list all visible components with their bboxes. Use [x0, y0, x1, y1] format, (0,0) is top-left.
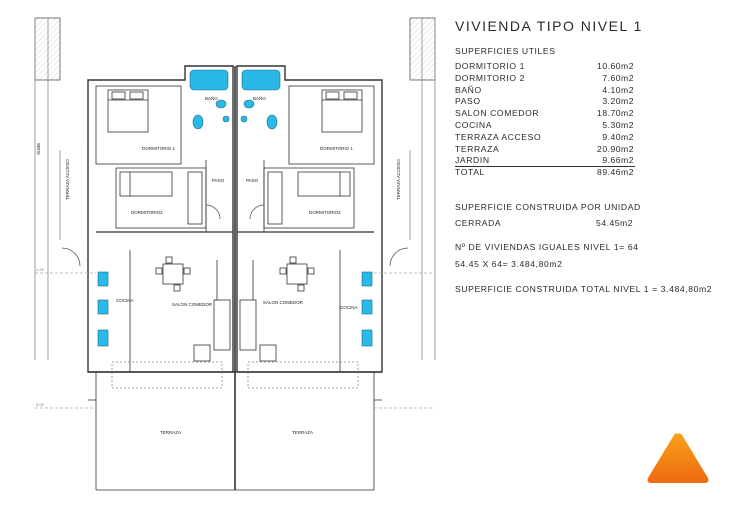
- surface-row-value: 5.30m2: [602, 120, 634, 130]
- surface-row-value: 10.60m2: [597, 61, 634, 71]
- page-title: VIVIENDA TIPO NIVEL 1: [455, 18, 643, 34]
- plan-label-dormitorio1-right: DORMITORIO 1: [320, 146, 353, 151]
- dimension-label-b: 4.00: [36, 402, 45, 407]
- surface-row-label: DORMITORIO 2: [455, 72, 526, 83]
- surface-row-value: 3.20m2: [602, 96, 634, 107]
- surface-row-label: DORMITORIO 1: [455, 61, 526, 71]
- built-closed-value: 54.45m2: [596, 218, 633, 228]
- plan-label-paso-right: PASO: [246, 178, 259, 183]
- brand-logo: [647, 433, 709, 483]
- plan-label-bano-left: BAÑO: [205, 95, 218, 101]
- stair-left: [34, 17, 61, 81]
- plan-label-paso-left: PASO: [212, 178, 225, 183]
- plan-label-terraza-right: TERRAZA: [292, 430, 313, 435]
- surface-row-value: 9.40m2: [602, 131, 634, 142]
- plan-label-cocina-left: COCINA: [116, 298, 134, 303]
- plan-label-dormitorio1-left: DORMITORIO 1: [142, 146, 175, 151]
- surface-row-value: 9.66m2: [602, 155, 634, 166]
- built-heading: SUPERFICIE CONSTRUIDA POR UNIDAD: [455, 202, 641, 212]
- surface-row-value: 20.90m2: [597, 143, 634, 154]
- plan-label-cocina-right: COCINA: [340, 305, 358, 310]
- surface-row-label: PASO: [455, 96, 481, 107]
- surface-row-label: SALON COMEDOR: [455, 108, 540, 119]
- total-built-line: SUPERFICIE CONSTRUIDA TOTAL NIVEL 1 = 3.…: [455, 284, 713, 294]
- kitchen-counter-left: [97, 271, 109, 287]
- surface-row-value: 7.60m2: [602, 72, 634, 83]
- calc-line: 54.45 X 64= 3.484,80m2: [455, 259, 563, 269]
- plan-label-dormitorio2-left: DORMITORIO2: [131, 210, 163, 215]
- built-closed-label: CERRADA: [455, 218, 502, 228]
- surface-row-label: BAÑO: [455, 84, 482, 95]
- surfaces-heading: SUPERFICIES UTILES: [455, 46, 556, 56]
- total-label: TOTAL: [455, 167, 485, 178]
- plan-label-salon-right: SALON COMEDOR: [263, 300, 304, 305]
- plan-label-salon-left: SALON COMEDOR: [172, 302, 213, 307]
- surface-row-value: 18.70m2: [597, 108, 634, 119]
- dimension-label-a: 1.25: [36, 267, 45, 272]
- total-divider: [455, 166, 635, 168]
- plan-label-bano-right: BAÑO: [253, 95, 266, 101]
- kitchen-counter-right: [361, 271, 373, 287]
- plan-label-sube: SUBE: [36, 143, 41, 155]
- surface-row-label: COCINA: [455, 120, 493, 130]
- plan-label-terraza-acceso-left: TERRAZA ACCESO: [65, 159, 70, 200]
- bathtub-left: [189, 69, 229, 91]
- bathtub-right: [241, 69, 281, 91]
- surface-row-label: JARDIN: [455, 155, 490, 166]
- plan-label-terraza-left: TERRAZA: [160, 430, 181, 435]
- surface-row-label: TERRAZA ACCESO: [455, 131, 542, 142]
- surface-row-label: TERRAZA: [455, 143, 500, 154]
- units-line: Nº DE VIVIENDAS IGUALES NIVEL 1= 64: [455, 242, 639, 252]
- plan-label-terraza-acceso-right: TERRAZA ACCESO: [396, 159, 401, 200]
- floor-plan: BAÑO BAÑO DORMITORIO 1 DORMITORIO 1 DORM…: [34, 17, 436, 491]
- total-value: 89.46m2: [597, 167, 634, 178]
- plan-label-dormitorio2-right: DORMITORIO2: [309, 210, 341, 215]
- surface-row-value: 4.10m2: [602, 84, 634, 95]
- stair-right: [409, 17, 436, 81]
